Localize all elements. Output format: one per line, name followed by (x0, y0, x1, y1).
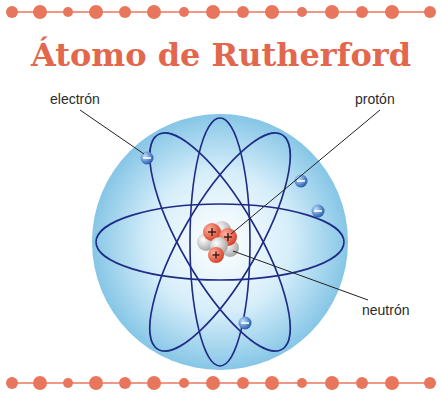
minus-sign (297, 180, 305, 182)
chain-dot (33, 5, 47, 19)
chain-dot (424, 6, 436, 18)
leader-line (80, 110, 144, 154)
chain-dot (325, 376, 339, 390)
orbit (96, 204, 344, 280)
part-label: neutrón (362, 302, 409, 318)
chain-dot (237, 6, 249, 18)
minus-sign (314, 210, 322, 212)
chain-dot (119, 377, 131, 389)
chain-dot (33, 376, 47, 390)
chain-dot (179, 7, 189, 17)
leader-line (233, 251, 368, 300)
chain-dot (385, 376, 399, 390)
chain-dot (424, 377, 436, 389)
plus-sign (211, 228, 212, 236)
leader-line (231, 110, 380, 234)
chain-dot (325, 5, 339, 19)
chain-dot (265, 376, 279, 390)
plus-sign (227, 233, 228, 241)
plus-signs (208, 228, 232, 259)
electron (295, 175, 308, 188)
chain-dot (237, 377, 249, 389)
chain-dot (356, 6, 368, 18)
chain-dot (147, 376, 161, 390)
chain-dot (297, 378, 307, 388)
chain-dot (206, 5, 220, 19)
part-label: protón (355, 91, 395, 107)
chain-dot (385, 5, 399, 19)
chain-dot (297, 7, 307, 17)
chain-dot (6, 6, 18, 18)
chain-dot (119, 6, 131, 18)
dot-chain (6, 5, 436, 19)
orbit (125, 116, 315, 369)
orbit (125, 116, 315, 369)
plus-sign (215, 252, 216, 259)
chain-dot (89, 376, 103, 390)
chain-dot (63, 378, 73, 388)
chain-dot (6, 377, 18, 389)
diagram-title: Átomo de Rutherford (0, 36, 442, 74)
electron (239, 317, 252, 330)
part-label: electrón (50, 91, 100, 107)
leader-lines (80, 110, 380, 300)
chain-dot (206, 376, 220, 390)
electron (312, 205, 325, 218)
dot-chain (6, 376, 436, 390)
minus-sign (143, 157, 151, 159)
chain-dot (63, 7, 73, 17)
chain-dot (265, 5, 279, 19)
chain-dot (179, 378, 189, 388)
chain-dot (147, 5, 161, 19)
chain-dot (89, 5, 103, 19)
orbit (190, 118, 250, 366)
nucleus (197, 221, 239, 263)
chain-dot (356, 377, 368, 389)
atom-sphere (92, 114, 348, 370)
electrons (141, 152, 325, 330)
orbits (96, 116, 344, 369)
minus-sign (241, 322, 249, 324)
proton (208, 247, 224, 263)
